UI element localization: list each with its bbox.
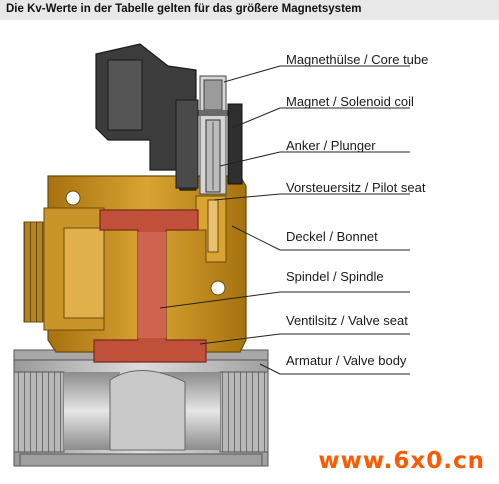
label-solenoid-coil: Magnet / Solenoid coil <box>286 94 414 109</box>
label-valve-body: Armatur / Valve body <box>286 353 407 368</box>
label-pilot-seat: Vorsteuersitz / Pilot seat <box>286 180 426 195</box>
header-bar: Die Kv-Werte in der Tabelle gelten für d… <box>0 0 499 20</box>
label-plunger: Anker / Plunger <box>286 138 376 153</box>
label-bonnet: Deckel / Bonnet <box>286 229 378 244</box>
label-valve-seat: Ventilsitz / Valve seat <box>286 313 408 328</box>
label-core-tube: Magnethülse / Core tube <box>286 52 429 67</box>
solenoid-coil <box>95 43 243 191</box>
spindle <box>93 209 207 363</box>
bonnet <box>23 175 247 353</box>
header-title: Die Kv-Werte in der Tabelle gelten für d… <box>6 3 362 15</box>
label-spindle: Spindel / Spindle <box>286 269 384 284</box>
watermark: www.6x0.cn <box>318 448 485 474</box>
leader-lines <box>159 65 410 375</box>
plunger <box>205 119 221 193</box>
valve-body <box>13 349 269 467</box>
